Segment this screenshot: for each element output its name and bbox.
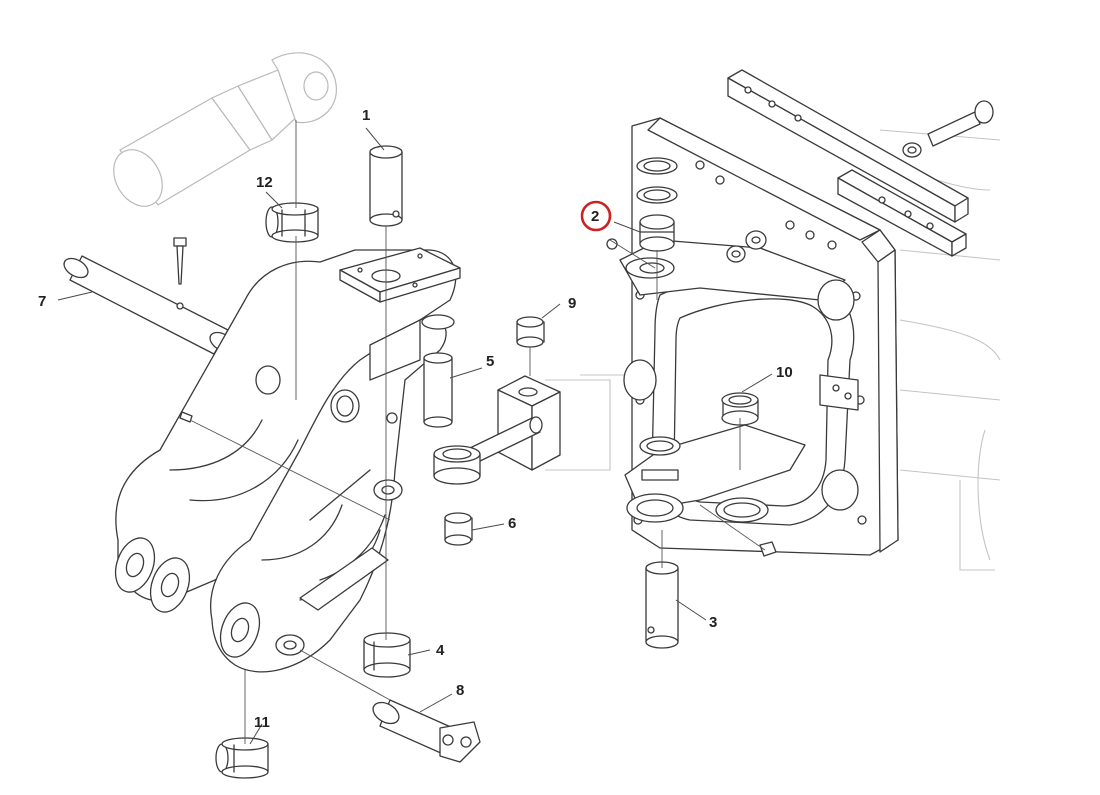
part-4-bushing: [363, 632, 411, 678]
assembly-lines: [189, 120, 766, 744]
part-3-pin: [645, 561, 679, 649]
callout-12: 12: [256, 174, 273, 191]
callout-5: 5: [486, 353, 494, 370]
leader-lines: [57, 127, 773, 745]
callout-labels: 1 2 3 4 5 6 7 8 9 10 11 12: [38, 107, 793, 731]
callout-6: 6: [508, 515, 516, 532]
clamp-bar-lower: [837, 169, 967, 257]
highlight-ring: [580, 200, 612, 232]
part-6-bushing: [444, 512, 473, 546]
callout-11: 11: [254, 714, 270, 731]
arm-assembly: [114, 247, 461, 673]
callout-7: 7: [38, 293, 46, 310]
callout-4: 4: [436, 642, 445, 659]
clamp-bar-upper: [727, 69, 969, 223]
mount-frame: [606, 117, 899, 557]
part-7-lock-bolt: [173, 237, 187, 285]
pivot-block: [469, 375, 561, 471]
part-1-pin: [369, 145, 403, 227]
part-5-pin: [423, 352, 453, 428]
callout-8: 8: [456, 682, 464, 699]
part-10-collar: [639, 436, 681, 481]
washers: [726, 230, 767, 263]
callout-2: 2: [591, 208, 599, 225]
part-2-bushing-stack: [636, 157, 678, 274]
part-8-pin: [372, 699, 481, 763]
callout-3: 3: [709, 614, 717, 631]
part-7-pin: [63, 255, 235, 355]
callout-9: 9: [568, 295, 576, 312]
part-9-bushing: [516, 316, 545, 348]
part-11-bushing: [215, 737, 269, 779]
callout-10: 10: [776, 364, 793, 381]
callout-1: 1: [362, 107, 370, 124]
part-6-collar: [433, 445, 481, 485]
part-12-bushing: [265, 202, 319, 243]
ghost-cylinder: [113, 52, 337, 207]
bolt: [902, 100, 994, 158]
